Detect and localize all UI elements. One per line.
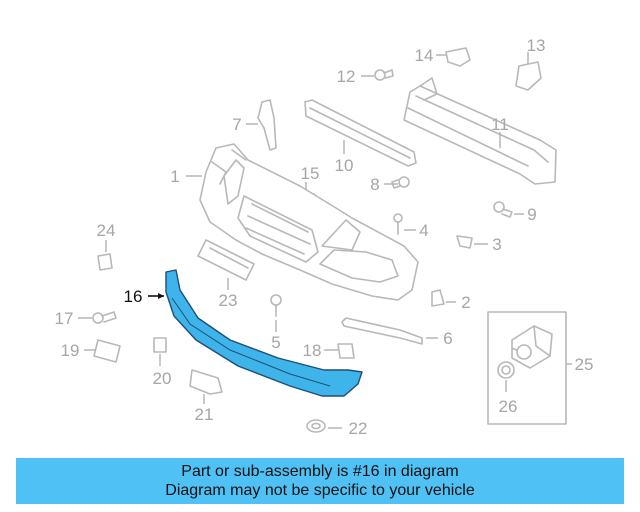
callout-14: 14 xyxy=(415,46,434,65)
part-5-bolt xyxy=(270,294,282,332)
part-1-bumper-cover xyxy=(186,143,419,301)
callout-15: 15 xyxy=(301,164,320,183)
callout-2: 2 xyxy=(461,293,470,312)
callout-6: 6 xyxy=(443,329,452,348)
part-17-bolt xyxy=(78,311,117,324)
part-7-side-bracket xyxy=(246,99,277,151)
callout-13: 13 xyxy=(527,36,546,55)
callout-20: 20 xyxy=(153,369,172,388)
callout-10: 10 xyxy=(335,156,354,175)
part-20-bracket xyxy=(153,337,167,366)
callout-7: 7 xyxy=(232,115,241,134)
part-14-clip xyxy=(436,47,471,67)
part-21-lamp-cover xyxy=(189,369,223,404)
callout-3: 3 xyxy=(492,235,501,254)
part-24-sensor xyxy=(97,240,113,271)
callout-24: 24 xyxy=(97,221,116,240)
part-3-clip xyxy=(456,235,488,249)
callout-19: 19 xyxy=(61,341,80,360)
part-9-bolt xyxy=(493,201,524,218)
part-6-trim-strip xyxy=(341,317,438,345)
callout-4: 4 xyxy=(419,221,428,240)
callout-18: 18 xyxy=(303,341,322,360)
part-10-upper-beam xyxy=(304,99,417,167)
part-12-bolt xyxy=(361,69,394,81)
callout-1: 1 xyxy=(170,167,179,186)
part-13-bracket xyxy=(515,52,542,91)
banner-line-2: Diagram may not be specific to your vehi… xyxy=(165,482,475,499)
callout-17: 17 xyxy=(55,309,74,328)
callout-22: 22 xyxy=(349,419,368,438)
callout-12: 12 xyxy=(337,67,356,86)
callout-25: 25 xyxy=(575,355,594,374)
part-23-plate-bracket xyxy=(197,239,255,290)
banner-line-1: Part or sub-assembly is #16 in diagram xyxy=(181,463,459,480)
part-19-plate xyxy=(84,339,121,363)
part-22-grommet xyxy=(306,419,342,433)
part-16-lower-spoiler xyxy=(148,269,363,397)
callout-26: 26 xyxy=(499,397,518,416)
part-4-screw xyxy=(393,213,416,235)
info-banner: Part or sub-assembly is #16 in diagram D… xyxy=(16,458,624,504)
callout-9: 9 xyxy=(527,205,536,224)
callout-16: 16 xyxy=(124,287,143,306)
parts-diagram: 1 2 3 4 5 6 7 8 9 10 11 12 13 14 15 16 1… xyxy=(55,36,594,438)
part-2-clip xyxy=(431,289,456,307)
part-25-sensor-box xyxy=(487,311,572,425)
part-8-bolt xyxy=(384,176,410,189)
callout-23: 23 xyxy=(219,291,238,310)
callout-11: 11 xyxy=(491,115,509,134)
callout-21: 21 xyxy=(195,405,214,424)
part-11-reinforcement-bar xyxy=(403,77,557,185)
callout-5: 5 xyxy=(271,333,280,352)
part-18-bolt xyxy=(324,343,355,359)
callout-8: 8 xyxy=(370,175,379,194)
